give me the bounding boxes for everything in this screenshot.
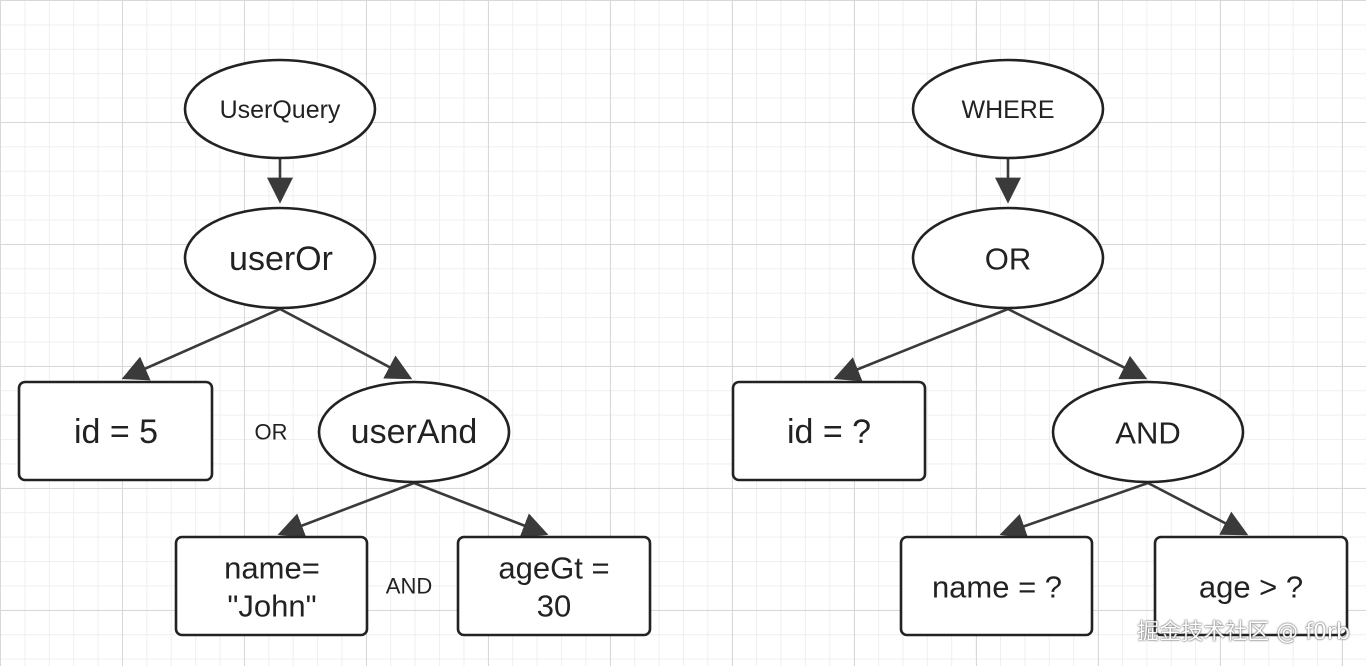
node-name-leaf: name= "John" bbox=[174, 535, 369, 637]
or-connector-label: OR bbox=[255, 420, 288, 445]
node-id-leaf-label: id = 5 bbox=[74, 413, 158, 451]
node-and-label: AND bbox=[1115, 416, 1180, 451]
node-or-label: OR bbox=[985, 242, 1032, 277]
node-age-leaf-line1: ageGt = bbox=[498, 551, 609, 586]
edge-and-to-name bbox=[999, 481, 1149, 539]
node-useror-label: userOr bbox=[229, 240, 333, 278]
node-where: WHERE bbox=[911, 58, 1105, 160]
node-or: OR bbox=[911, 206, 1105, 310]
edge-useror-to-userand bbox=[279, 307, 413, 380]
node-where-label: WHERE bbox=[961, 96, 1054, 124]
and-connector-label: AND bbox=[386, 574, 432, 599]
node-age-param-leaf: age > ? bbox=[1153, 535, 1349, 637]
edge-and-to-age bbox=[1147, 481, 1249, 536]
node-userquery-label: UserQuery bbox=[220, 96, 341, 124]
node-and: AND bbox=[1051, 380, 1245, 484]
node-id-leaf: id = 5 bbox=[17, 380, 214, 482]
node-userquery: UserQuery bbox=[183, 58, 377, 160]
edge-or-to-id bbox=[833, 307, 1009, 382]
node-id-param-leaf: id = ? bbox=[731, 380, 927, 482]
node-id-param-leaf-label: id = ? bbox=[787, 413, 871, 451]
node-name-leaf-line1: name= bbox=[224, 551, 320, 586]
watermark: 掘金技术社区 @ f0rb bbox=[1137, 620, 1350, 645]
edge-userand-to-age bbox=[413, 481, 549, 538]
edge-or-to-and bbox=[1007, 307, 1148, 380]
node-age-param-leaf-label: age > ? bbox=[1199, 570, 1303, 605]
edge-userand-to-name bbox=[277, 481, 415, 538]
node-userand: userAnd bbox=[317, 380, 511, 484]
node-userand-label: userAnd bbox=[351, 413, 478, 451]
node-useror: userOr bbox=[183, 206, 377, 310]
node-name-leaf-line2: "John" bbox=[227, 589, 316, 624]
edge-useror-to-id bbox=[121, 307, 281, 381]
node-name-param-leaf-label: name = ? bbox=[932, 570, 1062, 605]
node-name-param-leaf: name = ? bbox=[899, 535, 1094, 637]
node-age-leaf: ageGt = 30 bbox=[456, 535, 652, 637]
node-age-leaf-line2: 30 bbox=[537, 589, 571, 624]
